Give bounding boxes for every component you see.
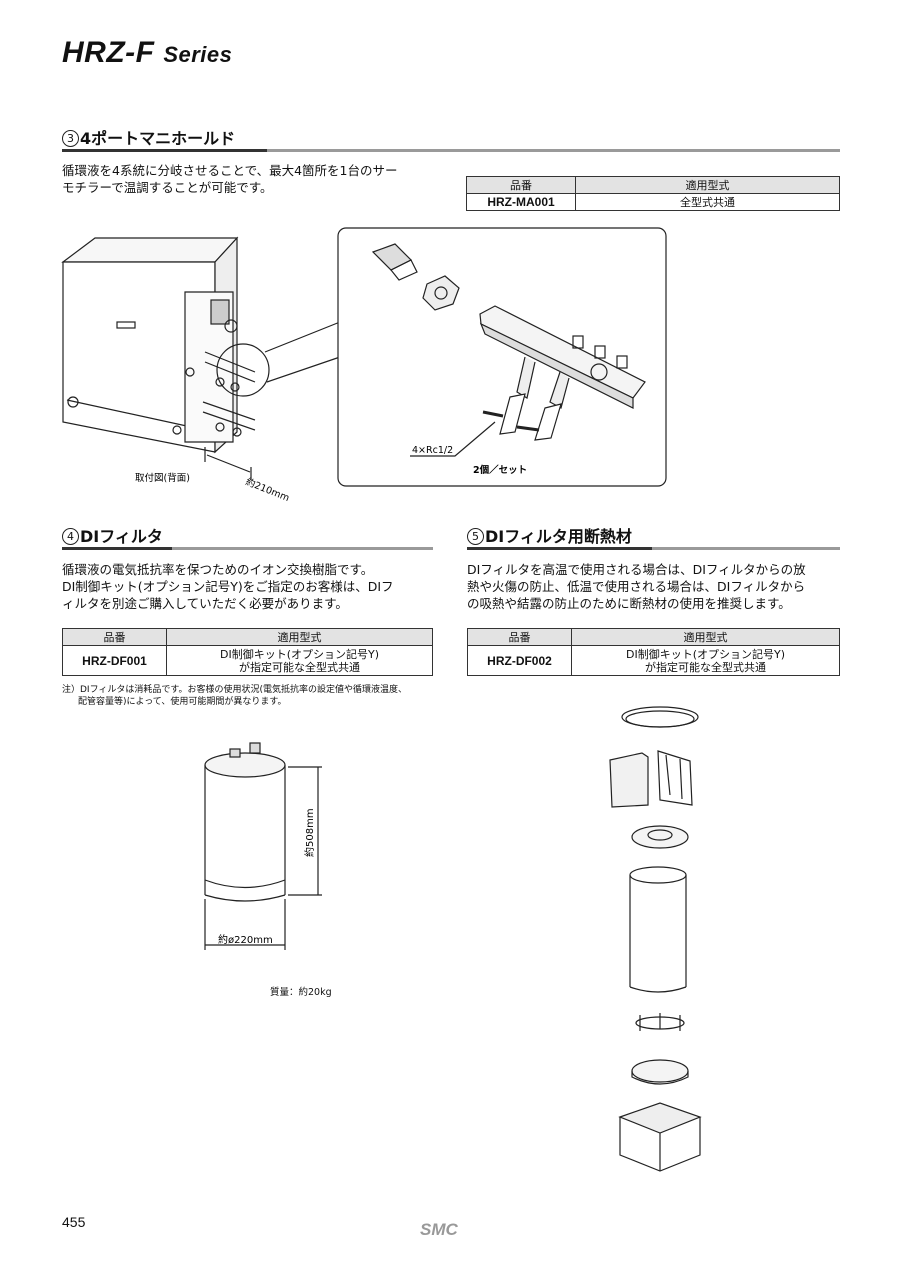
desc-line: DIフィルタを高温で使用される場合は、DIフィルタからの放 xyxy=(467,562,806,577)
note-line: 配管容量等)によって、使用可能期間が異なります。 xyxy=(78,697,287,707)
section-number: 3 xyxy=(62,130,79,147)
applicable-model: 全型式共通 xyxy=(575,193,840,211)
section-title: 4ポートマニホールド xyxy=(80,129,236,148)
smc-logo: SMC xyxy=(420,1220,458,1239)
spec-table-df002: 品番適用型式 HRZ-DF002 DI制御キット(オプション記号Y)が指定可能な全… xyxy=(467,628,840,676)
note-line: 注）DIフィルタは消耗品です。お客様の使用状況(電気抵抗率の設定値や循環液温度、 xyxy=(62,685,408,695)
mount-label: 取付図(背面) xyxy=(135,472,190,484)
series-title: HRZ-F Series xyxy=(62,36,232,70)
series-label: Series xyxy=(163,42,233,67)
desc-line: の吸熱や結露の防止のために断熱材の使用を推奨します。 xyxy=(467,596,791,611)
set-label: 2個／セット xyxy=(473,464,527,476)
dim-label: 約210mm xyxy=(244,476,291,504)
applicable-model: が指定可能な全型式共通 xyxy=(645,660,766,674)
desc-line: 循環液を4系統に分岐させることで、最大4箇所を1台のサー xyxy=(62,163,398,178)
spec-table-df001: 品番適用型式 HRZ-DF001 DI制御キット(オプション記号Y)が指定可能な全… xyxy=(62,628,433,676)
section-3-description: 循環液を4系統に分岐させることで、最大4箇所を1台のサー モチラーで温調すること… xyxy=(62,162,398,196)
series-name: HRZ-F xyxy=(62,36,155,69)
desc-line: DI制御キット(オプション記号Y)をご指定のお客様は、DIフ xyxy=(62,579,394,594)
part-number: HRZ-MA001 xyxy=(466,193,576,211)
applicable-model: が指定可能な全型式共通 xyxy=(239,660,360,674)
section-number: 4 xyxy=(62,528,79,545)
weight-label: 質量：約20kg xyxy=(270,987,332,998)
insulation-illustration xyxy=(609,706,702,1172)
part-number: HRZ-DF002 xyxy=(467,645,572,676)
applicable-model: DI制御キット(オプション記号Y) xyxy=(219,647,380,661)
col-part-number: 品番 xyxy=(62,628,167,646)
col-part-number: 品番 xyxy=(466,176,576,194)
section-number: 5 xyxy=(467,528,484,545)
desc-line: 循環液の電気抵抗率を保つためのイオン交換樹脂です。 xyxy=(62,562,374,577)
manifold-illustration: 取付図(背面) 約210mm 4×Rc1/2 2個／セット xyxy=(61,227,667,504)
di-filter-illustration: 約508mm 約ø220mm xyxy=(204,742,322,950)
col-model: 適用型式 xyxy=(166,628,433,646)
desc-line: モチラーで温調することが可能です。 xyxy=(62,180,273,195)
section-4-description: 循環液の電気抵抗率を保つためのイオン交換樹脂です。 DI制御キット(オプション記… xyxy=(62,561,394,612)
part-number: HRZ-DF001 xyxy=(62,645,167,676)
desc-line: ィルタを別途ご購入していただく必要があります。 xyxy=(62,596,348,611)
section-title: DIフィルタ xyxy=(80,527,163,546)
col-part-number: 品番 xyxy=(467,628,572,646)
diameter-label: 約ø220mm xyxy=(218,933,273,946)
port-label: 4×Rc1/2 xyxy=(412,445,453,456)
col-model: 適用型式 xyxy=(575,176,840,194)
section-4-note: 注）DIフィルタは消耗品です。お客様の使用状況(電気抵抗率の設定値や循環液温度、… xyxy=(62,684,407,708)
page-number: 455 xyxy=(62,1214,86,1230)
height-label: 約508mm xyxy=(303,808,316,857)
applicable-model: DI制御キット(オプション記号Y) xyxy=(625,647,786,661)
desc-line: 熱や火傷の防止、低温で使用される場合は、DIフィルタから xyxy=(467,579,806,594)
col-model: 適用型式 xyxy=(571,628,840,646)
section-5-description: DIフィルタを高温で使用される場合は、DIフィルタからの放 熱や火傷の防止、低温… xyxy=(467,561,806,612)
section-title: DIフィルタ用断熱材 xyxy=(485,527,632,546)
